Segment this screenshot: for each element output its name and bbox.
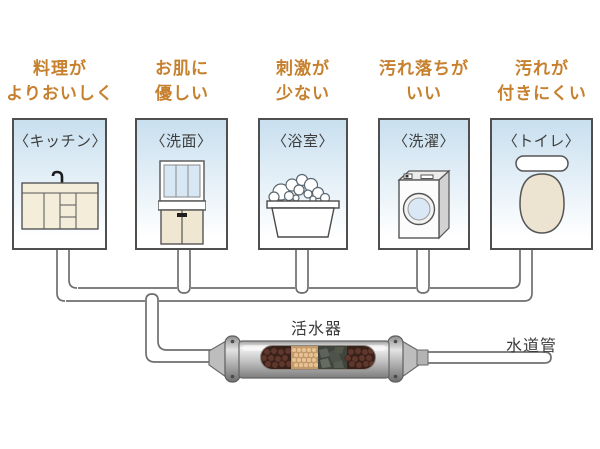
device-right-cone — [401, 339, 420, 379]
station-label: 〈トイレ〉 — [502, 133, 581, 150]
station-label: 〈洗面〉 — [150, 133, 213, 150]
station-label: 〈洗濯〉 — [392, 133, 455, 150]
benefit-caption-washstand: お肌に優しい — [155, 59, 209, 103]
benefit-caption-toilet: 汚れが付きにくい — [497, 59, 587, 103]
station-card-washstand: 〈洗面〉 — [135, 118, 228, 250]
washing-machine-icon — [397, 169, 451, 240]
device-label: 活水器 — [291, 321, 343, 338]
station-card-kitchen: 〈キッチン〉 — [12, 118, 107, 250]
toilet-icon — [514, 155, 569, 234]
station-label: 〈浴室〉 — [271, 133, 334, 150]
station-card-toilet: 〈トイレ〉 — [490, 118, 593, 250]
benefit-caption-laundry: 汚れ落ちがいい — [379, 59, 469, 103]
benefit-caption-bathroom: 刺激が少ない — [276, 59, 330, 103]
pipe-lines — [56, 250, 552, 364]
benefit-caption-kitchen: 料理がよりおいしく — [6, 59, 114, 103]
device-right-stub — [416, 349, 429, 366]
vanity-mirror-icon — [157, 160, 206, 245]
station-card-bathroom: 〈浴室〉 — [258, 118, 348, 250]
bathtub-icon — [266, 173, 340, 238]
station-label: 〈キッチン〉 — [14, 133, 108, 150]
kitchen-sink-icon — [20, 170, 99, 230]
station-card-laundry: 〈洗濯〉 — [378, 118, 470, 250]
device-left-cone — [208, 339, 227, 379]
water-main-label: 水道管 — [506, 338, 558, 355]
water-activator-device — [208, 335, 429, 383]
mineral-media — [261, 346, 375, 369]
